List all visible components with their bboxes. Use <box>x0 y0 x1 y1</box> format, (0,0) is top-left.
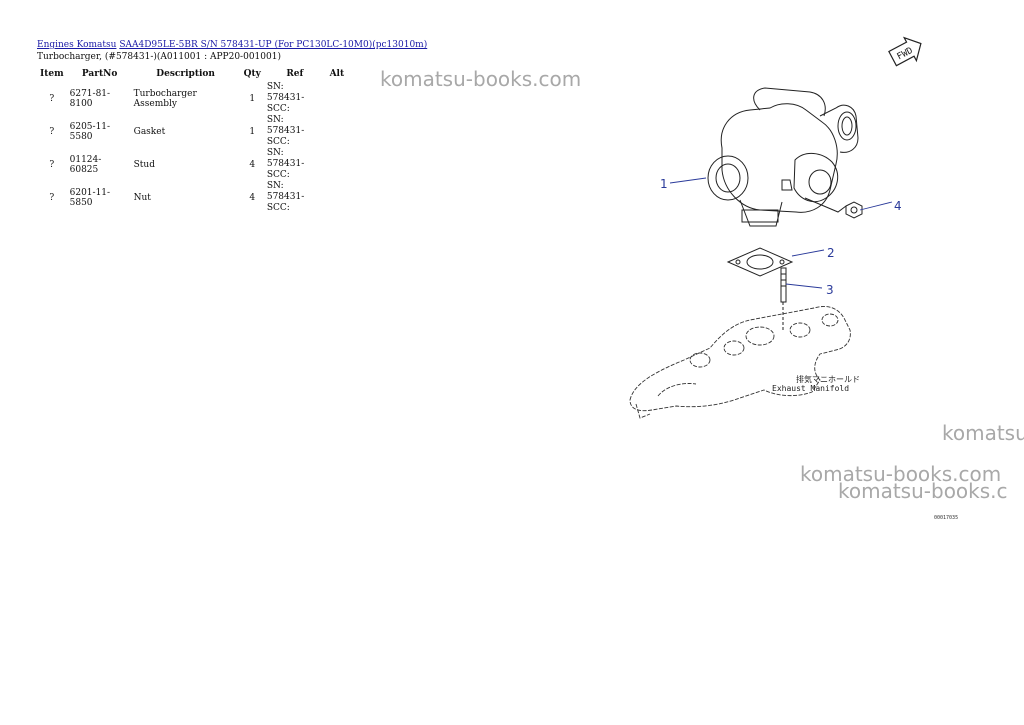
manifold-label-jp: 排気マニホールド <box>796 374 860 384</box>
col-header-description: Description <box>156 69 215 79</box>
cell-ref: SN: 578431-SCC: <box>266 82 305 114</box>
manifold-label-en: Exhaust Manifold <box>772 384 849 393</box>
col-header-partno: PartNo <box>81 69 118 79</box>
callout-1: 1 <box>660 177 668 191</box>
nut-part <box>845 201 863 219</box>
cell-ref: SN: 578431-SCC: <box>266 181 305 213</box>
cell-description: Stud <box>133 159 155 170</box>
cell-qty: 1 <box>249 126 256 137</box>
watermark: komatsu-books.com <box>380 67 582 91</box>
watermark: komatsu-books.com <box>800 462 1002 486</box>
watermark: komatsu-books.c <box>838 479 1008 503</box>
col-header-alt: Alt <box>329 69 345 79</box>
page-subtitle: Turbocharger, (#578431-)(A011001 : APP20… <box>37 52 281 62</box>
cell-description: Gasket <box>133 126 166 137</box>
col-header-item: Item <box>40 69 64 79</box>
cell-alt <box>325 148 349 181</box>
col-header-qty: Qty <box>243 69 261 79</box>
cell-item: ? <box>49 93 55 104</box>
parts-table: Item PartNo Description Qty Ref Alt ? 62… <box>36 66 349 214</box>
breadcrumb: Engines Komatsu SAA4D95LE-5BR S/N 578431… <box>37 40 427 50</box>
cell-alt <box>325 181 349 214</box>
cell-partno: 6271-81-8100 <box>69 88 111 109</box>
cell-qty: 1 <box>249 93 256 104</box>
col-header-ref: Ref <box>286 69 304 79</box>
cell-description: Turbocharger Assembly <box>133 88 197 109</box>
breadcrumb-link-engines[interactable]: Engines Komatsu <box>37 40 117 50</box>
cell-item: ? <box>49 192 55 203</box>
cell-ref: SN: 578431-SCC: <box>266 148 305 180</box>
cell-item: ? <box>49 126 55 137</box>
cell-alt <box>325 82 349 115</box>
fwd-label: FWD <box>896 46 915 62</box>
table-row: ? 6271-81-8100 Turbocharger Assembly 1 S… <box>36 82 349 115</box>
turbocharger-exploded-view: FWD <box>629 36 922 419</box>
parts-diagram: FWD <box>600 30 1024 500</box>
cell-description: Nut <box>133 192 151 203</box>
cell-partno: 6201-11-5850 <box>69 187 111 208</box>
turbocharger-assembly <box>707 87 859 227</box>
cell-qty: 4 <box>249 159 256 170</box>
cell-alt <box>325 115 349 148</box>
cell-partno: 01124-60825 <box>69 154 102 175</box>
breadcrumb-link-model[interactable]: SAA4D95LE-5BR S/N 578431-UP (For PC130LC… <box>119 40 428 50</box>
callout-4: 4 <box>894 199 902 213</box>
table-row: ? 6201-11-5850 Nut 4 SN: 578431-SCC: <box>36 181 349 214</box>
watermark: komatsu <box>942 421 1024 445</box>
cell-qty: 4 <box>249 192 256 203</box>
cell-partno: 6205-11-5580 <box>69 121 111 142</box>
callout-3: 3 <box>826 283 834 297</box>
drawing-code: 00017035 <box>934 515 959 521</box>
table-row: ? 6205-11-5580 Gasket 1 SN: 578431-SCC: <box>36 115 349 148</box>
table-row: ? 01124-60825 Stud 4 SN: 578431-SCC: <box>36 148 349 181</box>
exhaust-manifold <box>629 306 851 419</box>
leader-lines <box>669 177 893 289</box>
cell-item: ? <box>49 159 55 170</box>
table-header-row: Item PartNo Description Qty Ref Alt <box>36 66 349 82</box>
gasket-part <box>726 247 794 277</box>
stud-part <box>780 267 787 330</box>
cell-ref: SN: 578431-SCC: <box>266 115 305 147</box>
callout-2: 2 <box>827 246 835 260</box>
fwd-arrow-icon: FWD <box>888 36 922 67</box>
